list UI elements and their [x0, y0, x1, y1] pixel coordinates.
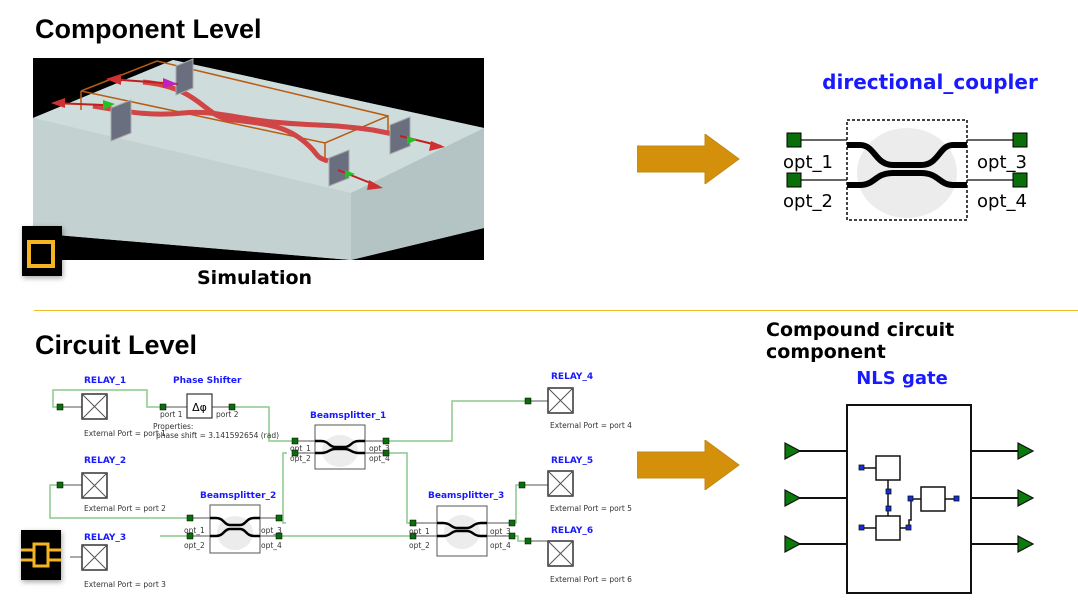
slab-top — [33, 60, 484, 193]
svg-text:opt_4: opt_4 — [261, 541, 282, 550]
svg-text:opt_1: opt_1 — [184, 526, 205, 535]
svg-text:External Port = port 4: External Port = port 4 — [550, 421, 632, 430]
square-outline-icon — [27, 240, 55, 268]
svg-text:External Port = port 6: External Port = port 6 — [550, 575, 632, 584]
monitor — [110, 99, 132, 142]
svg-text:port 2: port 2 — [216, 410, 239, 419]
svg-text:opt_2: opt_2 — [184, 541, 205, 550]
svg-text:RELAY_6: RELAY_6 — [551, 526, 593, 536]
section-divider — [34, 310, 1078, 311]
simulation-caption: Simulation — [197, 267, 313, 289]
component-level-heading: Component Level — [35, 14, 262, 44]
simulation-3d-view — [33, 58, 484, 260]
svg-text:opt_1: opt_1 — [290, 444, 311, 453]
monitor — [328, 149, 350, 187]
component-badge — [22, 226, 62, 276]
directional-coupler-symbol: directional_coupler opt_1 opt_2 opt_3 op… — [783, 70, 1038, 221]
svg-text:Beamsplitter_3: Beamsplitter_3 — [428, 491, 504, 501]
input-port-icon — [784, 442, 802, 460]
relay-6: RELAY_6 External Port = port 6 — [524, 526, 632, 584]
right-arrow-icon — [637, 134, 740, 184]
input-port-icon — [784, 535, 802, 553]
directional-coupler-title: directional_coupler — [822, 70, 1038, 94]
svg-text:Δφ: Δφ — [192, 401, 207, 414]
beamsplitter-2: Beamsplitter_2 opt_1 opt_2 opt_3 opt_4 — [184, 491, 283, 554]
svg-text:opt_4: opt_4 — [369, 454, 390, 463]
port-label-opt1: opt_1 — [783, 152, 833, 173]
svg-text:opt_4: opt_4 — [490, 541, 511, 550]
slab-front-side — [33, 118, 351, 260]
svg-text:Phase Shifter: Phase Shifter — [173, 376, 242, 386]
svg-text:Beamsplitter_1: Beamsplitter_1 — [310, 411, 386, 421]
right-arrow-icon — [637, 440, 740, 490]
nls-gate-symbol: NLS gate — [784, 368, 1035, 594]
port-opt3 — [1012, 132, 1028, 148]
svg-text:opt_2: opt_2 — [409, 541, 430, 550]
output-port-icon — [1017, 489, 1035, 507]
relay-3: RELAY_3 External Port = port 3 — [70, 533, 166, 589]
input-port-icon — [784, 489, 802, 507]
port-label-opt4: opt_4 — [977, 191, 1027, 212]
svg-text:RELAY_4: RELAY_4 — [551, 372, 593, 382]
svg-text:opt_3: opt_3 — [261, 526, 282, 535]
port-opt4 — [1012, 172, 1028, 188]
svg-text:opt_1: opt_1 — [409, 527, 430, 536]
svg-text:RELAY_1: RELAY_1 — [84, 376, 126, 386]
relay-2: RELAY_2 External Port = port 2 — [56, 456, 166, 513]
monitor — [175, 58, 194, 96]
beamsplitter-3: Beamsplitter_3 opt_1 opt_2 opt_3 opt_4 — [409, 491, 516, 557]
compound-caption: Compound circuit component — [766, 319, 955, 363]
slab-right-side — [351, 128, 484, 260]
output-port-icon — [1017, 535, 1035, 553]
phase-shifter: Phase Shifter Δφ port 1 port 2 Propertie… — [153, 376, 279, 440]
port-opt2 — [786, 172, 802, 188]
output-port-icon — [1017, 442, 1035, 460]
svg-text:opt_3: opt_3 — [369, 444, 390, 453]
svg-text:Beamsplitter_2: Beamsplitter_2 — [200, 491, 276, 501]
relay-4: RELAY_4 External Port = port 4 — [524, 372, 632, 430]
svg-text:RELAY_3: RELAY_3 — [84, 533, 126, 543]
beamsplitter-1: Beamsplitter_1 opt_1 opt_2 opt_3 opt_4 — [290, 411, 390, 470]
svg-text:opt_3: opt_3 — [490, 527, 511, 536]
relay-1: RELAY_1 External Port = port 1 — [56, 376, 166, 438]
svg-text:External Port = port 2: External Port = port 2 — [84, 504, 166, 513]
port-opt1 — [786, 132, 802, 148]
svg-text:External Port = port 1: External Port = port 1 — [84, 429, 166, 438]
svg-text:phase shift = 3.141592654 (rad: phase shift = 3.141592654 (rad) — [156, 431, 279, 440]
svg-text:External Port = port 5: External Port = port 5 — [550, 504, 632, 513]
port-label-opt2: opt_2 — [783, 191, 833, 212]
svg-text:RELAY_5: RELAY_5 — [551, 456, 593, 466]
svg-text:port 1: port 1 — [160, 410, 183, 419]
circuit-badge — [21, 530, 61, 580]
svg-text:opt_2: opt_2 — [290, 454, 311, 463]
linked-square-icon — [21, 542, 61, 568]
monitor — [389, 116, 411, 155]
port-label-opt3: opt_3 — [977, 152, 1027, 173]
svg-text:Properties:: Properties: — [153, 422, 193, 431]
svg-text:RELAY_2: RELAY_2 — [84, 456, 126, 466]
circuit-schematic: RELAY_1 External Port = port 1 RELAY_2 E… — [49, 372, 632, 589]
nls-gate-title: NLS gate — [856, 368, 948, 389]
relay-5: RELAY_5 External Port = port 5 — [518, 456, 632, 513]
circuit-level-heading: Circuit Level — [35, 330, 198, 360]
svg-text:External Port = port 3: External Port = port 3 — [84, 580, 166, 589]
